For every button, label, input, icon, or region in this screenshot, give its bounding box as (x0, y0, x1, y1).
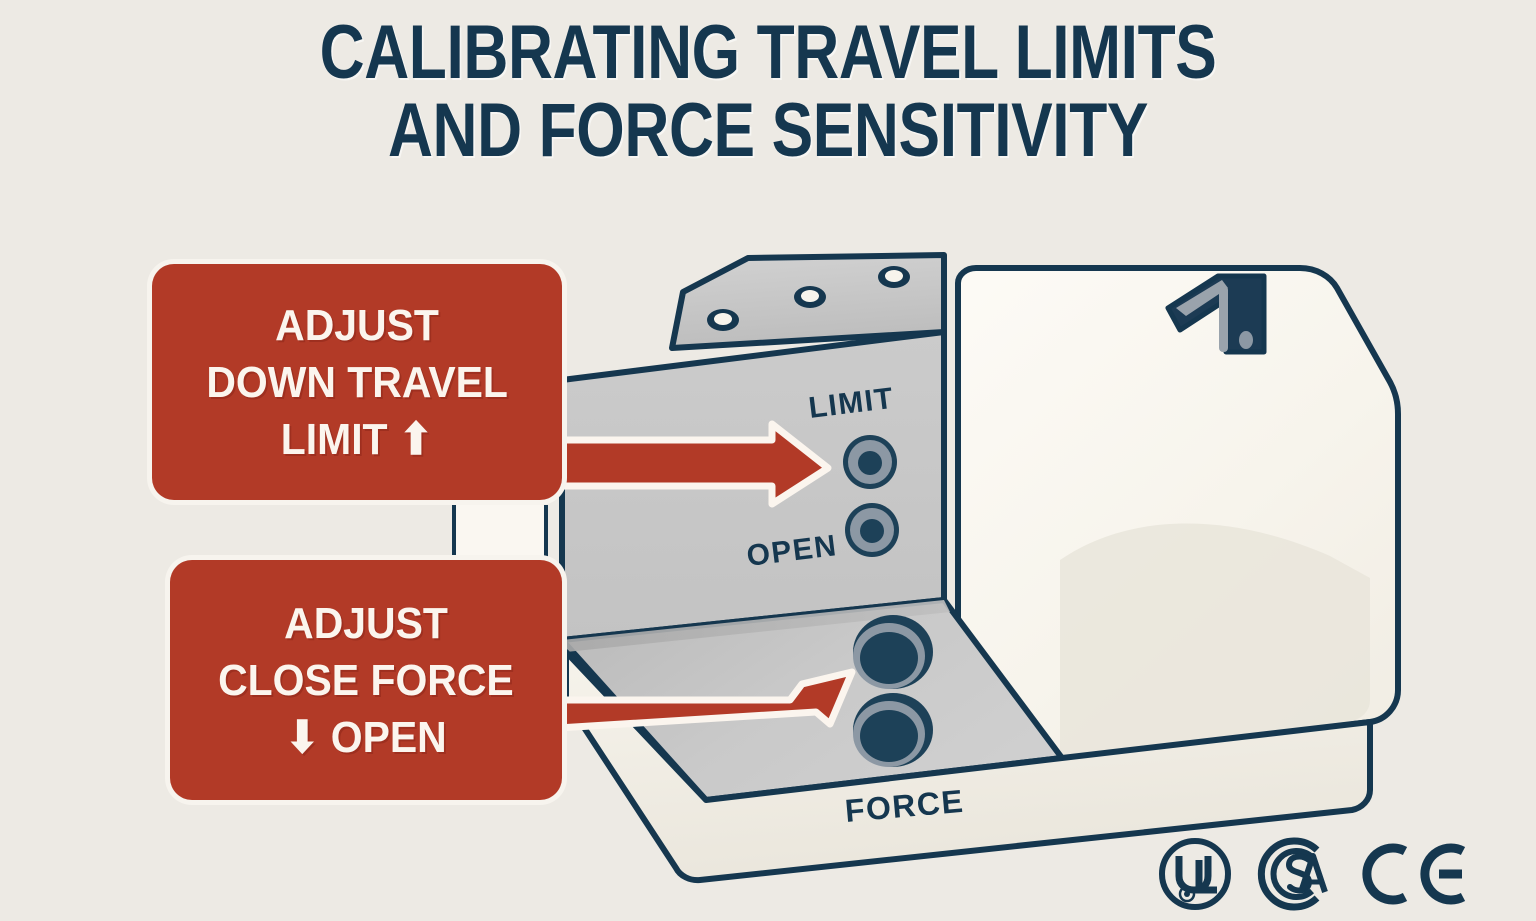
opener-base-plate (563, 649, 1373, 884)
certification-marks (1155, 836, 1471, 912)
callout-force-line-3: ⬇ OPEN (285, 709, 447, 766)
callout-limit-line-3-text: LIMIT (280, 414, 388, 464)
flange-hole-3 (878, 266, 910, 288)
mounting-flange (669, 252, 947, 351)
callout-force-line-2: CLOSE FORCE (218, 655, 514, 705)
ce-mark-icon (1362, 843, 1466, 905)
opener-main-housing (955, 265, 1401, 763)
down-arrow-icon: ⬇ (285, 712, 320, 762)
device-left-edge-lens-panel (452, 505, 548, 557)
mounting-bracket (1165, 273, 1267, 355)
callout-force-line-1: ADJUST (284, 598, 448, 648)
callout-limit-line-1: ADJUST (275, 300, 439, 350)
force-dial-upper[interactable] (853, 615, 933, 689)
force-dial-lower[interactable] (853, 693, 933, 767)
callout-adjust-close-force[interactable]: ADJUST CLOSE FORCE ⬇ OPEN (170, 560, 562, 800)
flange-hole-2 (794, 286, 826, 308)
csa-mark-icon (1257, 837, 1328, 911)
callout-limit-line-3: LIMIT ⬆ (281, 411, 433, 468)
open-adjustment-dial[interactable] (845, 503, 899, 557)
callout-force-line-3-text: OPEN (330, 712, 447, 762)
callout-adjust-down-travel-limit[interactable]: ADJUST DOWN TRAVEL LIMIT ⬆ (152, 264, 562, 500)
flange-hole-1 (707, 309, 739, 331)
ul-mark-icon (1159, 838, 1231, 910)
limit-adjustment-dial[interactable] (843, 435, 897, 489)
up-arrow-icon: ⬆ (398, 414, 434, 464)
callout-limit-line-2: DOWN TRAVEL (206, 357, 508, 407)
